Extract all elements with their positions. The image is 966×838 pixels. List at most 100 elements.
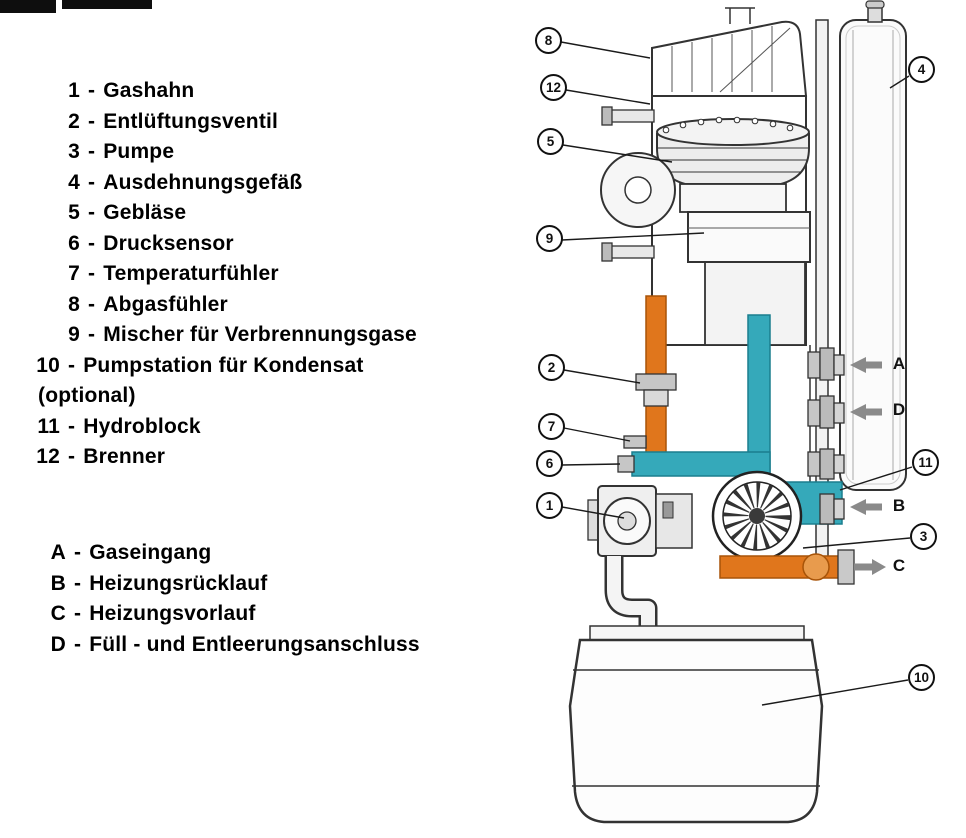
legend-item-2: 2 - Entlüftungsventil — [36, 107, 417, 138]
connection-label: Heizungsrücklauf — [89, 571, 268, 595]
temperature-sensor — [623, 435, 647, 449]
legend-separator: - — [74, 541, 82, 565]
legend-item-number: 6 — [68, 231, 80, 255]
legend-item-3: 3 - Pumpe — [36, 137, 417, 168]
legend-item-label: Entlüftungsventil — [103, 109, 279, 133]
port-label-c: C — [892, 556, 906, 575]
legend-item-12: 12 - Brenner — [36, 442, 417, 473]
legend-item-number: 1 — [68, 79, 80, 103]
crop-artifact — [0, 0, 56, 13]
legend-item-number: 11 — [37, 414, 60, 438]
legend-separator: - — [68, 353, 76, 377]
callout-10: 10 — [908, 664, 935, 691]
legend-separator: - — [68, 414, 76, 438]
legend-item-number: 3 — [68, 140, 80, 164]
callout-9: 9 — [536, 225, 563, 252]
arrow-c-head — [872, 559, 886, 575]
callout-1: 1 — [536, 492, 563, 519]
legend-item-4: 4 - Ausdehnungsgefäß — [36, 168, 417, 199]
legend-item-label: Gashahn — [103, 79, 195, 103]
boiler-diagram: 8 12 5 9 2 7 6 1 4 11 3 10 A D B C — [520, 0, 966, 838]
legend-item-8: 8 - Abgasfühler — [36, 290, 417, 321]
connection-label: Gaseingang — [89, 541, 212, 565]
legend-item-label: Pumpe — [103, 140, 175, 164]
legend-item-label: Abgasfühler — [103, 292, 228, 316]
callout-7: 7 — [538, 413, 565, 440]
legend-item-label: Mischer für Verbrennungsgase — [103, 323, 417, 347]
legend-separator: - — [68, 445, 76, 469]
legend-item-number: 5 — [68, 201, 80, 225]
legend-separator: - — [88, 231, 96, 255]
legend-item-label: Hydroblock — [83, 414, 201, 438]
callout-5: 5 — [537, 128, 564, 155]
burner-assembly — [656, 116, 810, 213]
callout-12: 12 — [540, 74, 567, 101]
legend-item-label: Pumpstation für Kondensat — [83, 353, 364, 377]
legend-separator: - — [88, 262, 96, 286]
condensate-pump-station — [568, 556, 824, 824]
connection-letter: B — [50, 571, 66, 595]
pressure-sensor — [617, 455, 635, 473]
vent-valve-body — [643, 389, 669, 407]
legend-separator: - — [88, 323, 96, 347]
legend-separator: - — [88, 201, 96, 225]
port-label-d: D — [892, 400, 906, 419]
callout-4: 4 — [908, 56, 935, 83]
callout-11: 11 — [912, 449, 939, 476]
legend-item-11: 11 - Hydroblock — [36, 412, 417, 443]
legend-separator: - — [88, 140, 96, 164]
callout-2: 2 — [538, 354, 565, 381]
legend-item-6: 6 - Drucksensor — [36, 229, 417, 260]
legend-item-7: 7 - Temperaturfühler — [36, 259, 417, 290]
legend-separator: - — [88, 170, 96, 194]
arrow-b-head — [850, 499, 866, 515]
pump — [711, 470, 803, 562]
leader-lines — [560, 41, 913, 706]
legend-item-number: 7 — [68, 262, 80, 286]
expansion-vessel — [839, 0, 907, 491]
flow-outlet — [719, 549, 855, 585]
legend-item-1: 1 - Gashahn — [36, 76, 417, 107]
legend-item-label: Gebläse — [103, 201, 187, 225]
callout-8: 8 — [535, 27, 562, 54]
middle-fitting — [807, 451, 821, 477]
legend-item-number: 4 — [68, 170, 80, 194]
legend-item-10: 10 - Pumpstation für Kondensat — [36, 351, 417, 382]
connection-label: Heizungsvorlauf — [89, 602, 256, 626]
arrow-d-head — [850, 404, 866, 420]
legend-separator: - — [74, 602, 82, 626]
crop-artifact — [62, 0, 152, 9]
connection-label: Füll - und Entleerungsanschluss — [89, 632, 420, 656]
connection-item-c: C - Heizungsvorlauf — [42, 599, 420, 630]
port-label-a: A — [892, 354, 906, 373]
mixer — [687, 211, 811, 263]
connection-item-b: B - Heizungsrücklauf — [42, 569, 420, 600]
legend-separator: - — [88, 109, 96, 133]
legend-item-label: Temperaturfühler — [103, 262, 279, 286]
legend-item-number: 8 — [68, 292, 80, 316]
parts-legend: 1 - Gashahn 2 - Entlüftungsventil 3 - Pu… — [36, 76, 417, 473]
legend-item-label: (optional) — [38, 384, 136, 408]
legend-item-10-continuation: (optional) — [36, 381, 417, 412]
legend-item-9: 9 - Mischer für Verbrennungsgase — [36, 320, 417, 351]
legend-item-number: 9 — [68, 323, 80, 347]
fan — [600, 152, 676, 228]
gas-inlet-fitting — [807, 351, 821, 379]
arrow-a-head — [850, 357, 866, 373]
connection-item-a: A - Gaseingang — [42, 538, 420, 569]
fittings — [617, 347, 845, 557]
legend-separator: - — [74, 632, 82, 656]
callout-3: 3 — [910, 523, 937, 550]
connection-item-d: D - Füll - und Entleerungsanschluss — [42, 630, 420, 661]
legend-item-label: Ausdehnungsgefäß — [103, 170, 303, 194]
legend-item-number: 12 — [36, 445, 60, 469]
return-fitting — [819, 493, 835, 525]
vent-valve — [635, 373, 677, 391]
gas-valve — [587, 485, 693, 557]
legend-item-5: 5 - Gebläse — [36, 198, 417, 229]
port-label-b: B — [892, 496, 906, 515]
legend-separator: - — [88, 79, 96, 103]
boiler-drawing — [560, 0, 913, 824]
legend-separator: - — [74, 571, 82, 595]
